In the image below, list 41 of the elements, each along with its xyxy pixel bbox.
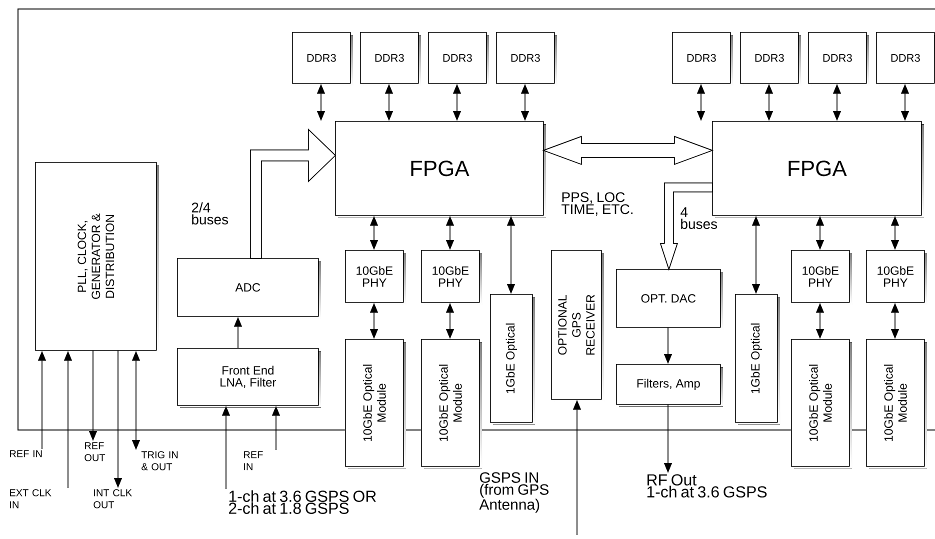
converter-box: OPT. DAC (616, 269, 723, 330)
signal-label: EXT CLK IN (10, 489, 52, 508)
bus-arrow (542, 136, 714, 166)
node-label: DDR3 (891, 54, 920, 62)
signal-label: INT CLK OUT (94, 489, 132, 508)
optical-module-box: 10GbE Optical Module (345, 339, 406, 469)
memory-box: DDR3 (360, 32, 421, 86)
phy-box: 10GbE PHY (866, 250, 927, 305)
memory-box: DDR3 (740, 32, 801, 86)
optical-module-box: 10GbE Optical Module (791, 339, 852, 469)
memory-box: DDR3 (292, 32, 353, 86)
caption-text: 1-ch at 3.6 GSPS OR 2-ch at 1.8 GSPS (229, 490, 376, 514)
filter-box: Filters, Amp (616, 364, 723, 407)
annotation-text: GSPS IN (from GPS Antenna) (479, 472, 549, 513)
clock-block: PLL, CLOCK, GENERATOR & DISTRIBUTION (35, 162, 159, 353)
bus-arrow (660, 182, 713, 271)
phy-box: 10GbE PHY (421, 250, 482, 305)
annotation-text: 2/4 buses (192, 202, 228, 224)
phy-box: 10GbE PHY (345, 250, 406, 305)
receiver-box: OPTIONAL GPS RECEIVER (551, 250, 604, 402)
optical-module-box: 10GbE Optical Module (866, 339, 927, 469)
memory-box: DDR3 (496, 32, 557, 86)
converter-box: ADC (177, 258, 321, 319)
annotation-text: PPS, LOC TIME, ETC. (562, 192, 632, 216)
fpga-box: FPGA (335, 121, 546, 218)
phy-box: 10GbE PHY (791, 250, 852, 305)
memory-box: DDR3 (808, 32, 869, 86)
memory-box: DDR3 (672, 32, 733, 86)
optical-box: 1GbE Optical (735, 294, 780, 425)
caption-text: RF Out 1-ch at 3.6 GSPS (647, 474, 767, 498)
signal-label: REF IN (244, 451, 263, 470)
fpga-box: FPGA (712, 121, 924, 218)
memory-box: DDR3 (428, 32, 489, 86)
signal-label: REF OUT (84, 442, 106, 462)
signal-label: TRIG IN & OUT (141, 451, 178, 470)
optical-module-box: 10GbE Optical Module (421, 339, 482, 469)
memory-box: DDR3 (876, 32, 935, 86)
bus-arrow (250, 128, 336, 259)
front-end-box: Front End LNA, Filter (177, 348, 321, 408)
signal-label: REF IN (10, 450, 42, 458)
optical-box: 1GbE Optical (490, 294, 535, 425)
